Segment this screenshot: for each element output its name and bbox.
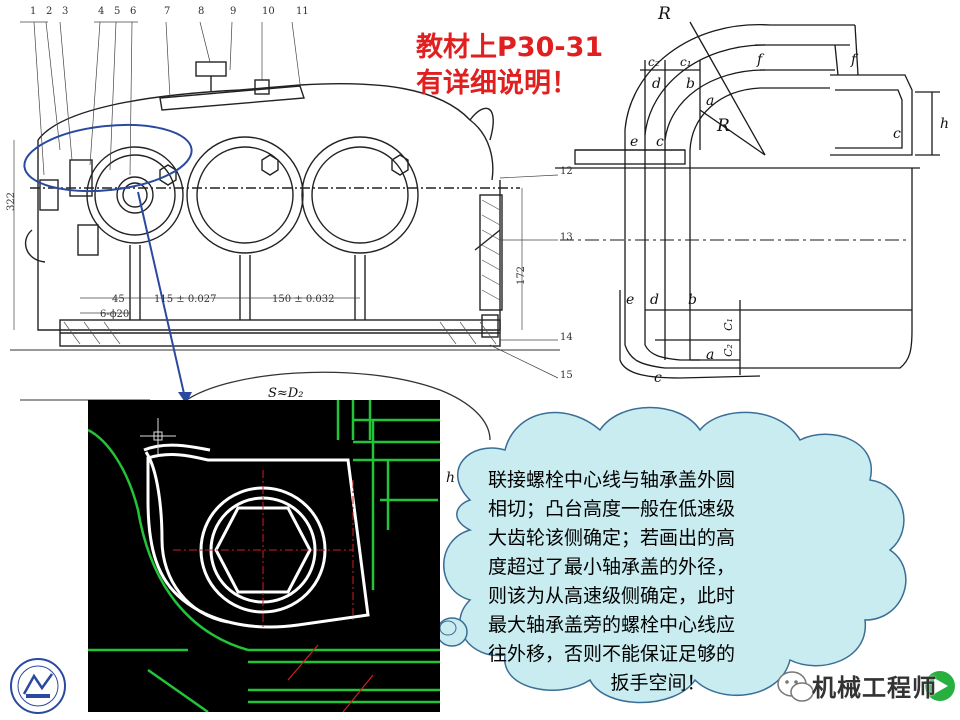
detail-letter: C₂ bbox=[721, 344, 735, 357]
detail-letter: h bbox=[940, 116, 950, 132]
detail-letter: f bbox=[851, 52, 857, 68]
detail-letter: a bbox=[706, 347, 715, 363]
callout-line: 扳手空间！ bbox=[610, 672, 706, 694]
callout-num: 3 bbox=[62, 6, 69, 17]
detail-letter: c bbox=[656, 134, 664, 150]
detail-letter: c₁ bbox=[680, 55, 692, 69]
dimension-label: 172 bbox=[516, 265, 528, 286]
callout-line: 相切；凸台高度一般在低速级 bbox=[488, 498, 736, 520]
detail-letter: b bbox=[688, 292, 697, 308]
callout-num: 12 bbox=[560, 166, 573, 177]
detail-letter: R bbox=[658, 4, 671, 24]
callout-num: 4 bbox=[98, 6, 105, 17]
university-logo bbox=[10, 658, 66, 714]
play-arrow-icon bbox=[925, 671, 955, 701]
detail-letter: a bbox=[706, 93, 715, 109]
callout-num: 14 bbox=[560, 332, 573, 343]
detail-letter: C₁ bbox=[721, 318, 735, 331]
cloud-callout-text: 联接螺栓中心线与轴承盖外圆 相切；凸台高度一般在低速级 大齿轮该侧确定；若画出的… bbox=[488, 466, 828, 698]
cad-zoom-inset bbox=[88, 400, 440, 712]
callout-num: 2 bbox=[46, 6, 53, 17]
callout-num: 6 bbox=[130, 6, 137, 17]
callout-line: 往外移，否则不能保证足够的 bbox=[488, 643, 736, 665]
callout-num: 10 bbox=[262, 6, 275, 17]
highlight-ellipse bbox=[23, 123, 193, 399]
wechat-icon bbox=[777, 671, 814, 702]
cad-drawing bbox=[88, 400, 440, 712]
callout-line: 大齿轮该侧确定；若画出的高 bbox=[488, 527, 736, 549]
callout-num: 1 bbox=[30, 6, 37, 17]
h-label: h bbox=[446, 470, 456, 486]
detail-letter: d bbox=[650, 292, 659, 308]
callout-num: 11 bbox=[296, 6, 309, 17]
callout-num: 9 bbox=[230, 6, 237, 17]
detail-letter: c₂ bbox=[648, 55, 660, 69]
callout-line: 联接螺栓中心线与轴承盖外圆 bbox=[488, 469, 736, 491]
callout-num: 8 bbox=[198, 6, 205, 17]
detail-letter: c bbox=[893, 126, 901, 142]
callout-num: 13 bbox=[560, 232, 573, 243]
dimension-label: 6-ϕ20 bbox=[100, 309, 130, 320]
note-line: 教材上P30-31 bbox=[416, 32, 604, 63]
pointer-arrowhead bbox=[178, 392, 192, 404]
callout-num: 5 bbox=[114, 6, 121, 17]
detail-letter: e bbox=[630, 134, 639, 150]
dimension-label: 150 ± 0.032 bbox=[272, 294, 335, 305]
callout-num: 15 bbox=[560, 370, 573, 381]
dimension-label: 45 bbox=[112, 294, 125, 305]
cloud-callout-shape bbox=[443, 406, 907, 704]
callout-line: 则该为从高速级侧确定，此时 bbox=[488, 585, 736, 607]
formula-label: S≈D₂ bbox=[268, 386, 304, 401]
callout-line: 度超过了最小轴承盖的外径， bbox=[488, 556, 736, 578]
dimension-label: 115 ± 0.027 bbox=[154, 294, 217, 305]
detail-letter: R bbox=[717, 116, 730, 136]
detail-letter: b bbox=[686, 76, 695, 92]
detail-letter: c bbox=[654, 370, 662, 386]
textbook-reference-note: 教材上P30-31 有详细说明！ bbox=[416, 30, 616, 102]
detail-letter: e bbox=[626, 292, 635, 308]
detail-letter: f bbox=[757, 52, 763, 68]
gearbox-outline bbox=[24, 61, 520, 347]
note-line: 有详细说明！ bbox=[416, 68, 578, 99]
callout-num: 7 bbox=[164, 6, 171, 17]
callout-line: 最大轴承盖旁的螺栓中心线应 bbox=[488, 614, 736, 636]
brand-label: 机械工程师 bbox=[812, 674, 937, 702]
boss-detail-drawing bbox=[555, 21, 940, 379]
brand-watermark bbox=[777, 671, 955, 702]
cloud-tail-bubble bbox=[439, 620, 457, 636]
detail-letter: d bbox=[652, 76, 661, 92]
dimension-label: 322 bbox=[6, 191, 18, 212]
